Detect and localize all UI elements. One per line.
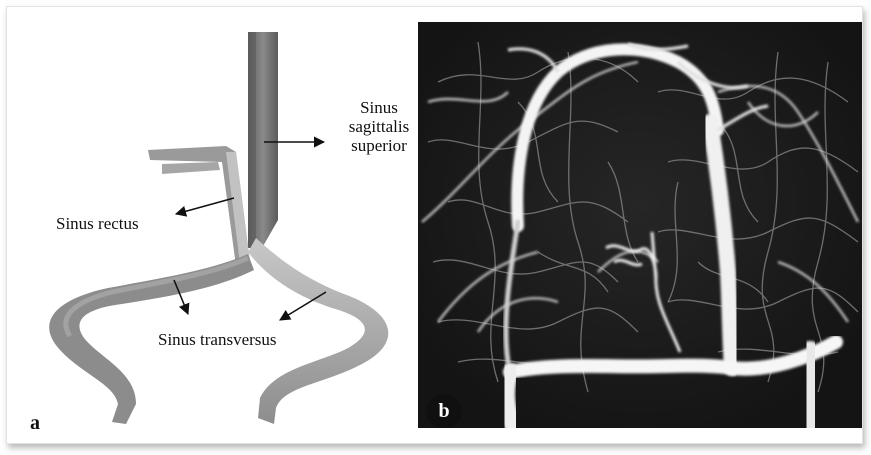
- sinus-sagittalis-superior-shape: [248, 32, 278, 248]
- arrow-sinus-transversus-right: [280, 292, 326, 320]
- panel-b-mr-venogram: b: [418, 22, 862, 428]
- arrow-sinus-rectus: [176, 198, 234, 214]
- sinus-rectus-shape: [148, 146, 250, 266]
- panel-a-diagram: Sinus sagittalis superior Sinus rectus S…: [12, 12, 410, 438]
- mr-venogram-image: [418, 22, 862, 428]
- label-sinus-transversus: Sinus transversus: [158, 330, 277, 349]
- panel-letter-b: b: [426, 394, 462, 428]
- panel-letter-a: a: [30, 412, 40, 435]
- mra-sigmoid-left: [506, 372, 514, 428]
- label-sinus-rectus: Sinus rectus: [56, 214, 139, 233]
- mra-sigmoid-right: [808, 352, 814, 428]
